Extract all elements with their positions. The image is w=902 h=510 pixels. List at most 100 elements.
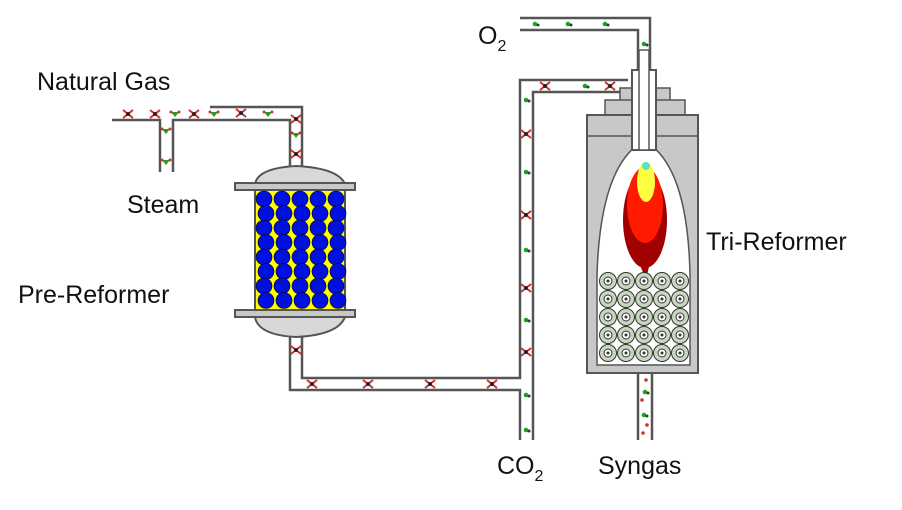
catalyst-pellet [273,277,291,295]
catalyst-pellet [291,190,309,208]
catalyst-ring-center [678,333,682,337]
methane-molecule [520,347,532,357]
catalyst-pellet [329,263,347,280]
flame [623,162,667,280]
label-pre-reformer: Pre-Reformer [18,281,169,309]
catalyst-ring-center [606,351,610,355]
methane-molecule [539,81,551,91]
catalyst-pellet [293,292,311,309]
gas-molecules [122,21,650,435]
catalyst-ring-center [660,279,664,283]
label-carbon-dioxide: CO2 [497,452,544,485]
gas-molecule [523,392,531,398]
gas-molecule [641,41,649,47]
catalyst-pellet [309,190,327,208]
catalyst-pellet [255,248,273,266]
water-molecule [169,110,181,117]
catalyst-pellet [257,292,275,309]
syngas-molecule [640,398,644,402]
label-oxygen: O2 [478,22,506,55]
pre-reformer-bottom-dome [253,316,347,339]
water-molecule [208,110,220,117]
catalyst-pellet [291,277,309,295]
label-steam: Steam [127,191,199,219]
catalyst-ring-center [678,315,682,319]
catalyst-ring-center [606,279,610,283]
catalyst-ring-center [642,333,646,337]
catalyst-pellet [311,234,329,251]
catalyst-ring-center [624,297,628,301]
catalyst-ring-center [624,333,628,337]
water-molecule [290,131,302,138]
catalyst-ring-center [660,351,664,355]
label-syngas: Syngas [598,452,681,480]
reforming-catalyst-rings [599,272,689,362]
methane-molecule [149,109,161,119]
syngas-molecule [644,378,648,382]
catalyst-pellet [327,219,345,237]
catalyst-ring-center [624,351,628,355]
catalyst-pellet [255,190,273,208]
catalyst-pellet [291,248,309,266]
catalyst-ring-center [678,351,682,355]
gas-molecule [523,317,531,323]
catalyst-pellet [293,205,311,222]
catalyst-pellet [327,277,345,295]
gas-molecule [642,389,650,395]
catalyst-pellet [311,263,329,280]
catalyst-pellet [309,248,327,266]
catalyst-pellet [255,219,273,237]
methane-molecule [306,379,318,389]
catalyst-pellet [327,190,345,208]
gas-molecule [523,97,531,103]
methane-molecule [486,379,498,389]
label-co2-main: CO [497,452,535,480]
water-molecule [160,127,172,134]
syngas-molecule [641,431,645,435]
methane-molecule [235,108,247,118]
catalyst-pellets [255,190,347,309]
pre-reformer-top-flange [234,182,356,191]
catalyst-pellet [275,292,293,309]
oxygen-pipe [520,16,652,72]
syngas-molecule [645,423,649,427]
gas-molecule [523,427,531,433]
catalyst-pellet [275,263,293,280]
methane-molecule [290,149,302,159]
catalyst-pellet [291,219,309,237]
methane-molecule [188,109,200,119]
catalyst-pellet [311,205,329,222]
methane-molecule [122,109,134,119]
gas-molecule [523,247,531,253]
catalyst-pellet [275,205,293,222]
burner-inner-tube [638,49,650,151]
catalyst-ring-center [642,279,646,283]
catalyst-pellet [257,234,275,251]
label-oxygen-main: O [478,22,497,50]
catalyst-pellet [273,219,291,237]
label-oxygen-subscript: 2 [497,38,506,55]
catalyst-ring-center [660,297,664,301]
catalyst-pellet [293,234,311,251]
catalyst-pellet [257,205,275,222]
methane-molecule [424,379,436,389]
catalyst-pellet [255,277,273,295]
pre-reformer-top-dome [253,164,347,185]
methane-molecule [362,379,374,389]
pre-reformer-outlet-pipe [288,78,628,440]
methane-molecule [520,129,532,139]
catalyst-pellet [309,219,327,237]
methane-molecule [290,114,302,124]
gas-molecule [565,21,573,27]
gas-molecule [602,21,610,27]
catalyst-pellet [293,263,311,280]
tri-reformer-vessel [586,49,699,374]
catalyst-ring-center [678,297,682,301]
catalyst-ring-center [624,315,628,319]
gas-molecule [523,169,531,175]
label-co2-subscript: 2 [535,468,544,485]
pre-reformer-bottom-flange [234,309,356,318]
catalyst-pellet [327,248,345,266]
catalyst-pellet [273,190,291,208]
